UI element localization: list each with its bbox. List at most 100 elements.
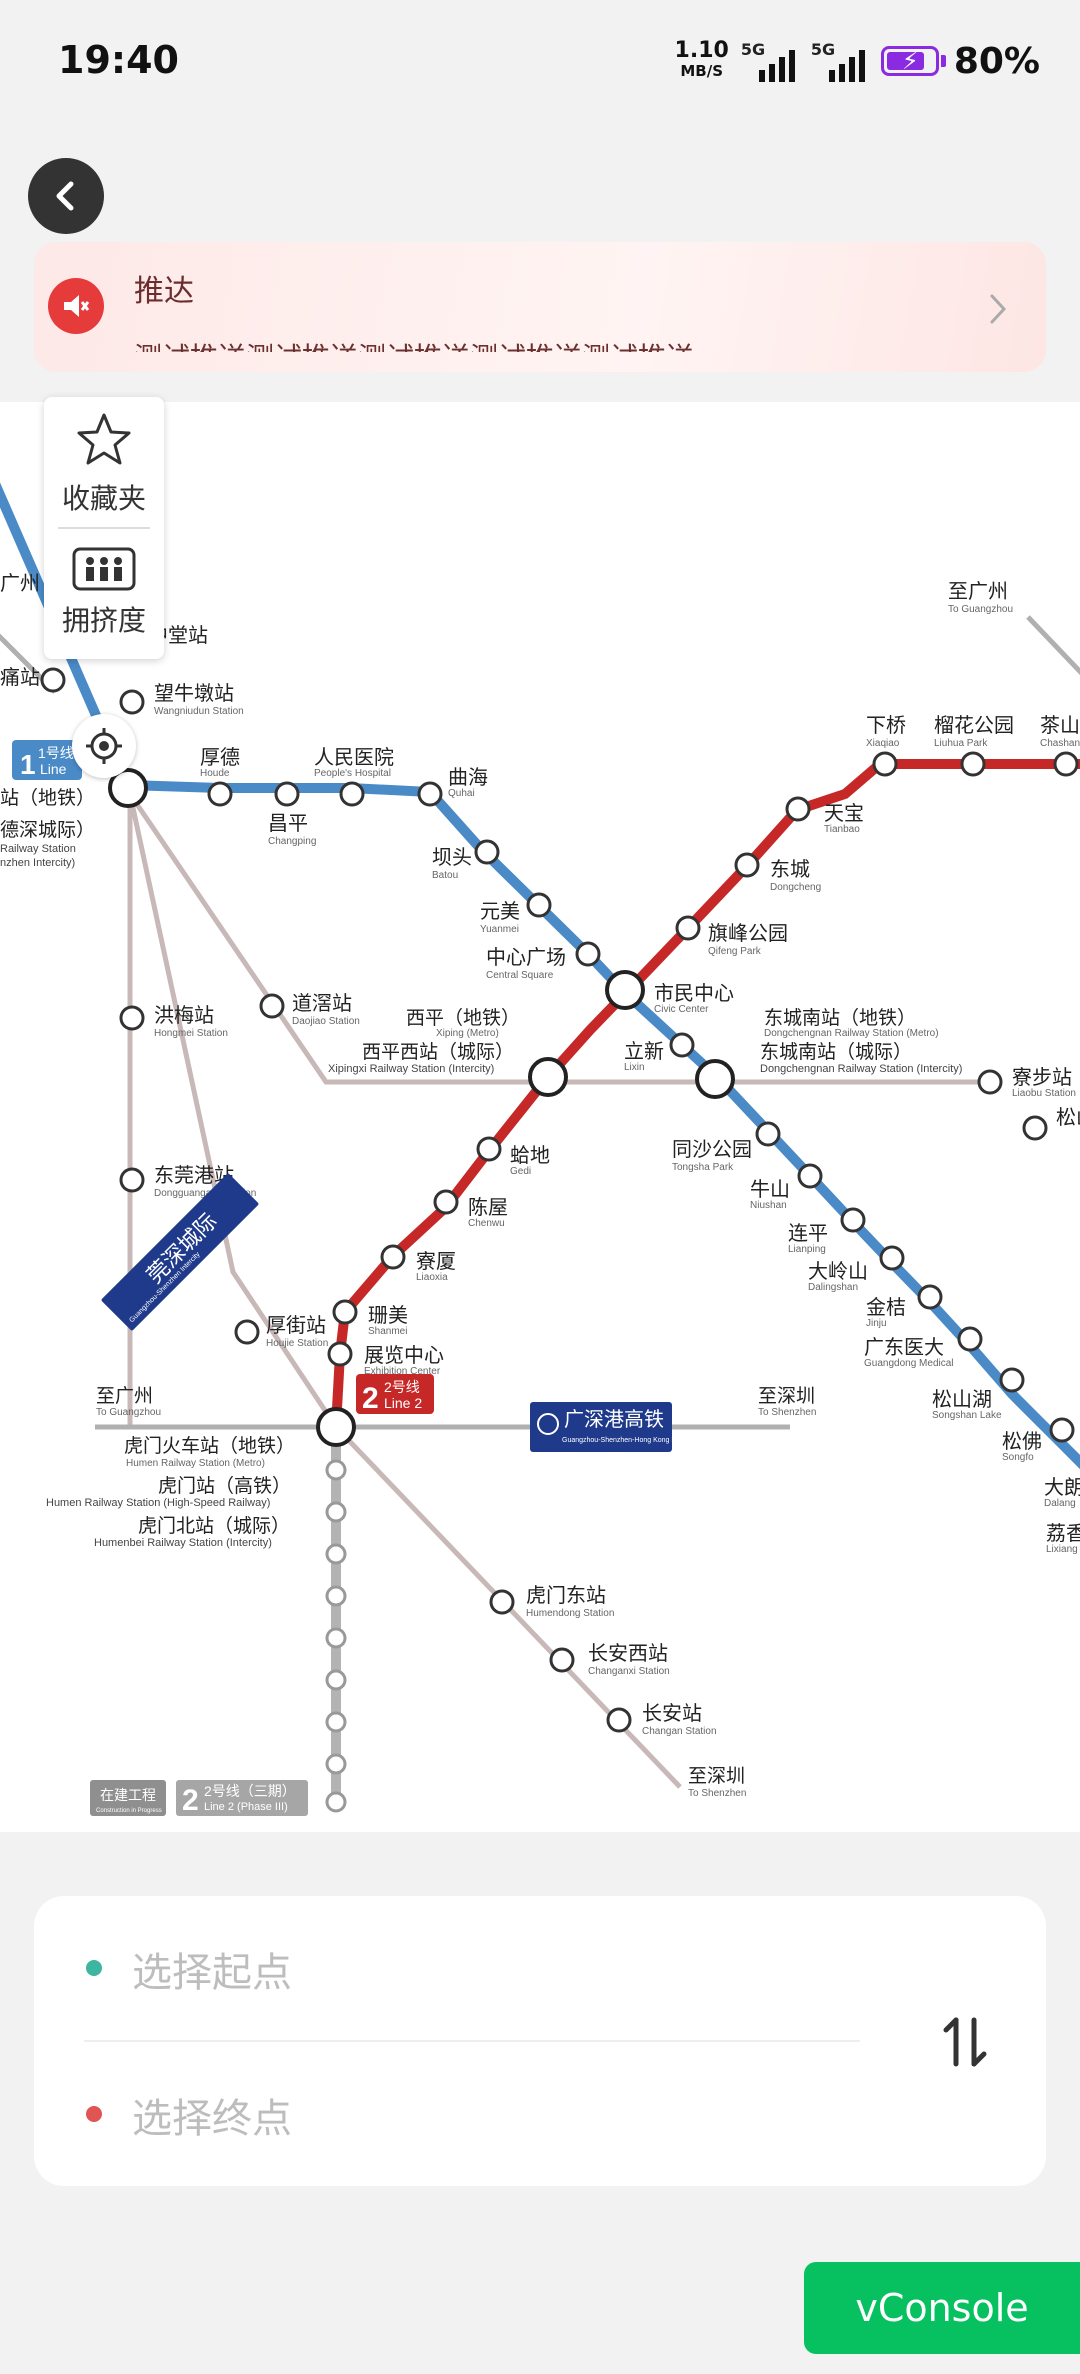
humen-rail-track xyxy=(127,793,682,1789)
favorites-label: 收藏夹 xyxy=(61,482,146,515)
label-shanmei-en: Shanmei xyxy=(368,1326,407,1337)
label-liaoxia: 寮厦 xyxy=(416,1250,456,1273)
battery-indicator: ⚡ 80% xyxy=(880,40,1040,82)
label-chenwu-en: Chenwu xyxy=(468,1218,505,1229)
label-shanmei: 珊美 xyxy=(368,1304,408,1327)
label-humen-metro: 虎门火车站（地铁） xyxy=(124,1435,295,1457)
label-xiaqiao: 下桥 xyxy=(866,714,906,737)
label-tianbao: 天宝 xyxy=(824,802,864,825)
battery-icon: ⚡ xyxy=(880,46,939,76)
label-humendong-en: Humendong Station xyxy=(526,1608,614,1619)
label-to-shenzhen-mid: 至深圳 xyxy=(758,1385,815,1407)
metro-map[interactable]: 广州 至广州 To Guangzhou 中堂站 痛站 望牛墩站 Wangniud… xyxy=(0,402,1080,1832)
label-humenbei: 虎门北站（城际） xyxy=(138,1515,290,1537)
label-exhibition: 展览中心 xyxy=(364,1344,444,1367)
back-button[interactable] xyxy=(28,158,104,234)
label-changanxi: 长安西站 xyxy=(588,1642,668,1665)
line2-phase3-en: Line 2 (Phase III) xyxy=(204,1801,288,1813)
label-exhibition-en: Exhibition Center xyxy=(364,1366,441,1377)
label-lixiang-en: Lixiang xyxy=(1046,1544,1078,1555)
locate-button[interactable] xyxy=(72,714,136,778)
notice-marquee: 测试推送测试推送测试推送测试推送测试推送 xyxy=(134,324,914,352)
label-daojiao: 道滘站 xyxy=(292,992,352,1015)
label-dalingshan-en: Dalingshan xyxy=(808,1282,858,1293)
label-changan: 长安站 xyxy=(642,1702,702,1725)
label-to-guangzhou-mid: 至广州 xyxy=(96,1385,153,1407)
label-renmin-en: People's Hospital xyxy=(314,768,391,779)
people-icon xyxy=(72,547,136,591)
label-gedi: 蛤地 xyxy=(510,1144,550,1167)
label-humen-hsr: 虎门站（高铁） xyxy=(158,1475,291,1497)
signal-sim1-icon: 5G xyxy=(741,40,799,82)
hsr-badge-en: Guangzhou-Shenzhen-Hong Kong Express Rai… xyxy=(562,1437,726,1444)
hsr-badge: 广深港高铁 Guangzhou-Shenzhen-Hong Kong Expre… xyxy=(530,1402,726,1452)
line2-phase3-badge: 2 2号线（三期） Line 2 (Phase III) xyxy=(176,1780,308,1817)
label-to-guangzhou-mid-en: To Guangzhou xyxy=(96,1407,161,1418)
start-station-input[interactable]: 选择起点 xyxy=(132,1950,292,1996)
end-station-input[interactable]: 选择终点 xyxy=(132,2096,292,2142)
vconsole-button[interactable]: vConsole xyxy=(804,2262,1080,2354)
chevron-left-icon xyxy=(56,181,74,211)
label-dcn-metro-en: Dongchengnan Railway Station (Metro) xyxy=(764,1028,939,1039)
label-left-intercity-en: Railway Station xyxy=(0,843,76,855)
interchange-markers xyxy=(108,768,735,1447)
label-dongcheng: 东城 xyxy=(770,858,810,881)
label-to-guangzhou-top: 至广州 xyxy=(948,580,1008,603)
label-wangniudun-en: Wangniudun Station xyxy=(154,706,244,717)
label-dcn-metro: 东城南站（地铁） xyxy=(764,1007,916,1029)
label-xiping-en: Xiping (Metro) xyxy=(436,1028,499,1039)
label-civic-center: 市民中心 xyxy=(654,982,734,1005)
label-left-station: 痛站 xyxy=(0,666,40,689)
metro-map-canvas[interactable]: 广州 至广州 To Guangzhou 中堂站 痛站 望牛墩站 Wangniud… xyxy=(0,402,1080,1832)
label-lixin-en: Lixin xyxy=(624,1062,645,1073)
phase3-station-markers xyxy=(325,1459,347,1813)
network-speed-unit: MB/S xyxy=(680,62,724,80)
label-gedi-en: Gedi xyxy=(510,1166,531,1177)
star-icon xyxy=(77,413,131,465)
network-speed-value: 1.10 xyxy=(674,38,729,63)
label-renmin: 人民医院 xyxy=(314,746,394,769)
label-houde: 厚德 xyxy=(200,746,240,769)
label-houjie: 厚街站 xyxy=(266,1314,326,1337)
swap-vertical-icon[interactable] xyxy=(940,2012,990,2072)
label-dcn-intercity-en: Dongchengnan Railway Station (Intercity) xyxy=(760,1063,962,1075)
line2-phase3-num: 2 xyxy=(182,1784,199,1817)
label-batou-en: Batou xyxy=(432,870,458,881)
label-gd-medical-en: Guangdong Medical xyxy=(864,1358,954,1369)
line2-badge-en: Line 2 xyxy=(384,1395,422,1411)
label-to-shenzhen-mid-en: To Shenzhen xyxy=(758,1407,816,1418)
label-tianbao-en: Tianbao xyxy=(824,824,860,835)
label-qifeng: 旗峰公园 xyxy=(708,922,788,945)
line2-phase3-cn: 2号线（三期） xyxy=(204,1783,296,1799)
label-liaobu: 寮步站 xyxy=(1012,1066,1072,1089)
label-dalang-en: Dalang xyxy=(1044,1498,1076,1509)
label-to-shenzhen-bottom-en: To Shenzhen xyxy=(688,1788,746,1799)
label-lianping: 连平 xyxy=(788,1222,828,1245)
line2-track xyxy=(331,759,1080,1432)
status-bar: 19:40 1.10 MB/S 5G 5G ⚡ 80% xyxy=(0,0,1080,130)
favorites-button[interactable]: 收藏夹 xyxy=(44,411,164,517)
label-liuhua-en: Liuhua Park xyxy=(934,738,988,749)
line1-badge-en: Line xyxy=(40,761,67,777)
notice-marquee-text: 测试推送测试推送测试推送测试推送测试推送 xyxy=(134,336,914,352)
route-planner: 选择起点 选择终点 xyxy=(34,1896,1046,2186)
label-xipingxi-en: Xipingxi Railway Station (Intercity) xyxy=(328,1063,494,1075)
label-changping: 昌平 xyxy=(268,813,308,835)
route-divider xyxy=(84,2040,860,2042)
crowding-button[interactable]: 拥挤度 xyxy=(44,547,164,639)
label-yuanmei: 元美 xyxy=(480,900,520,923)
label-songshan-lake: 松山湖 xyxy=(932,1388,992,1411)
label-houjie-en: Houjie Station xyxy=(266,1338,328,1349)
label-to-guangzhou-top-en: To Guangzhou xyxy=(948,604,1013,615)
svg-text:1: 1 xyxy=(20,749,36,780)
battery-percent: 80% xyxy=(953,40,1040,82)
status-right: 1.10 MB/S 5G 5G ⚡ 80% xyxy=(675,36,1040,86)
label-houde-en: Houde xyxy=(200,768,230,779)
notice-banner[interactable]: 推达 测试推送测试推送测试推送测试推送测试推送 xyxy=(34,242,1046,372)
top-right-track xyxy=(1026,615,1080,676)
label-humen-hsr-en: Humen Railway Station (High-Speed Railwa… xyxy=(46,1497,270,1509)
label-qifeng-en: Qifeng Park xyxy=(708,946,762,957)
end-dot-icon xyxy=(86,2106,102,2122)
label-dongguangang-en: Dongguangang Station xyxy=(154,1188,256,1199)
label-quhai: 曲海 xyxy=(448,766,488,789)
